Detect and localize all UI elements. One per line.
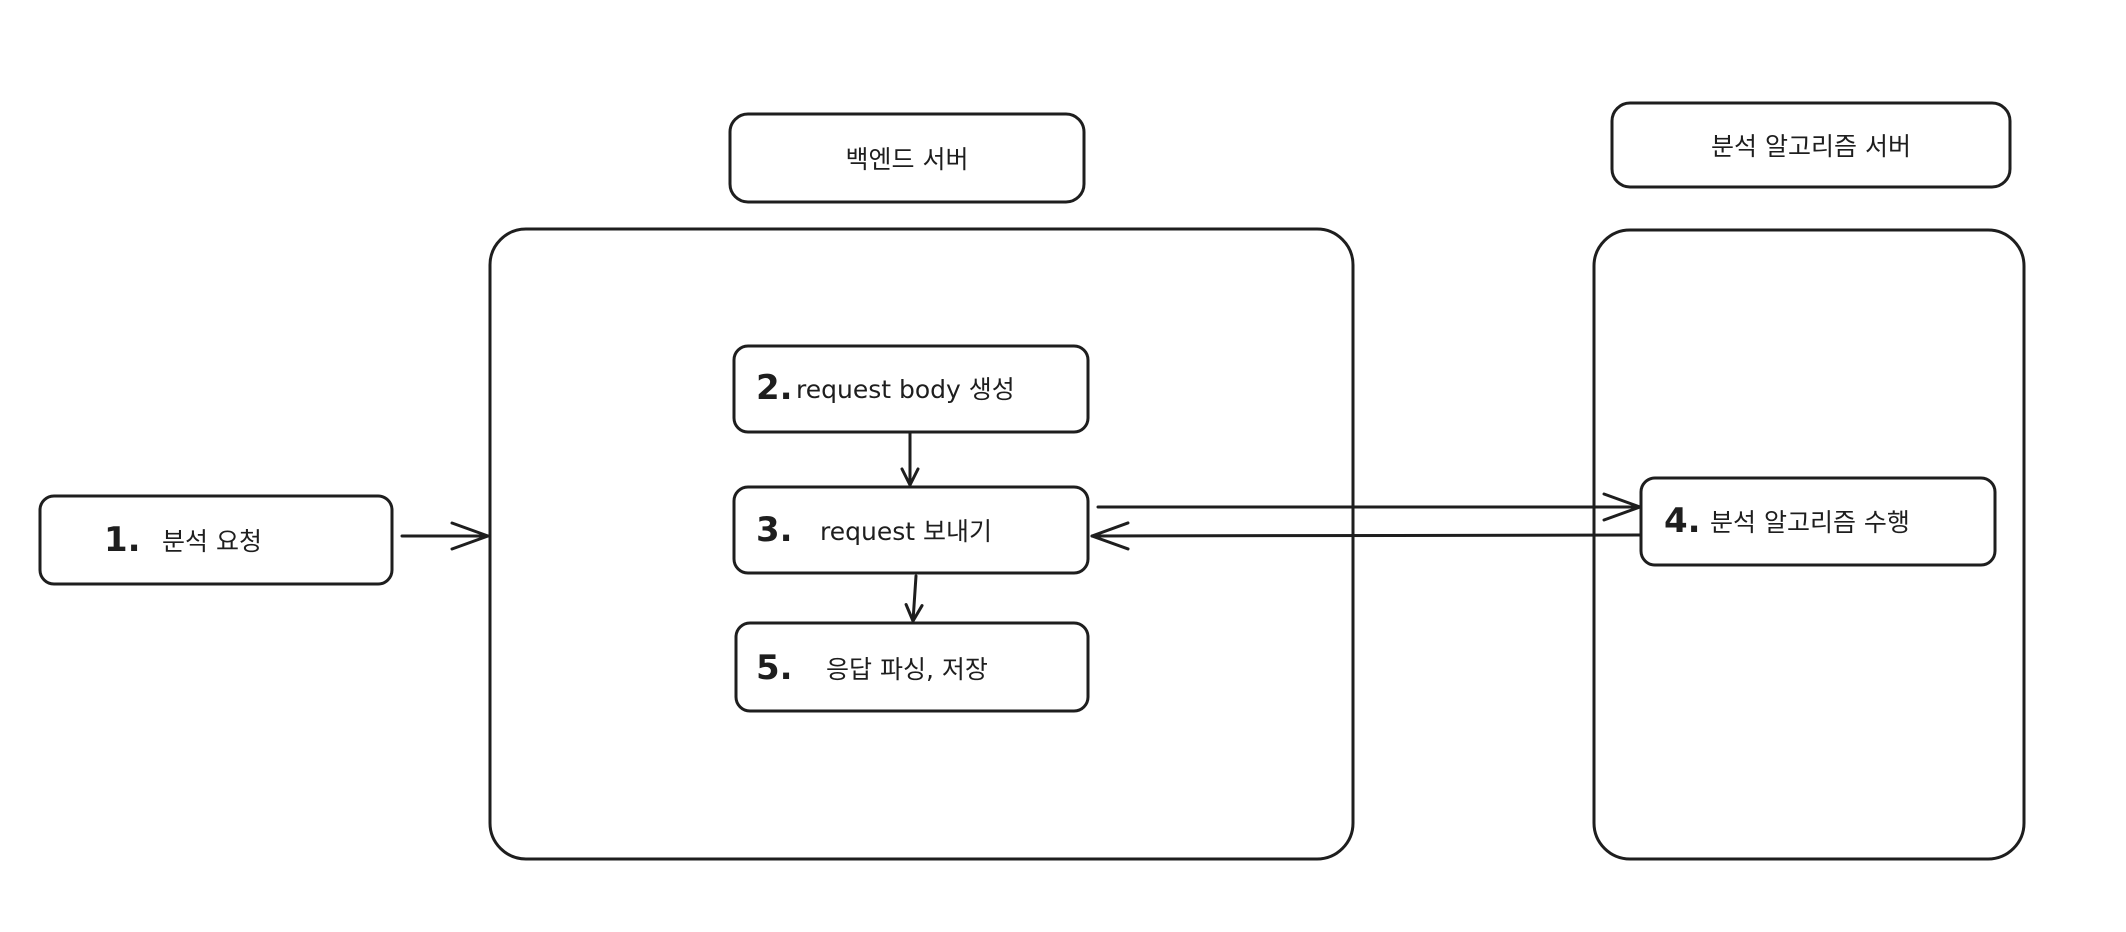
step-5-label: 응답 파싱, 저장 [826, 655, 988, 684]
step-5-number: 5. [756, 648, 793, 688]
step-2-number: 2. [756, 368, 793, 408]
algo-title-box [1610, 101, 2012, 189]
backend-title-box [728, 112, 1086, 204]
arrow-4-to-3 [1090, 521, 1642, 551]
step-3-box [732, 485, 1090, 575]
backend-server-title: 백엔드 서버 [845, 145, 969, 174]
step-1-label: 분석 요청 [162, 527, 262, 556]
backend-server-container [488, 227, 1355, 861]
step-3-number: 3. [756, 510, 793, 550]
step-4-number: 4. [1664, 501, 1701, 541]
step-1-box [38, 494, 394, 586]
step-4-box [1639, 476, 1997, 567]
algo-server-title: 분석 알고리즘 서버 [1711, 132, 1911, 161]
step-5-box [734, 621, 1090, 713]
step-3-label: request 보내기 [820, 517, 992, 546]
algo-server-container [1592, 228, 2026, 861]
arrow-3-to-5 [904, 574, 924, 623]
step-4-label: 분석 알고리즘 수행 [1710, 508, 1910, 537]
step-1-number: 1. [104, 520, 141, 560]
step-2-label: request body 생성 [796, 375, 1015, 404]
